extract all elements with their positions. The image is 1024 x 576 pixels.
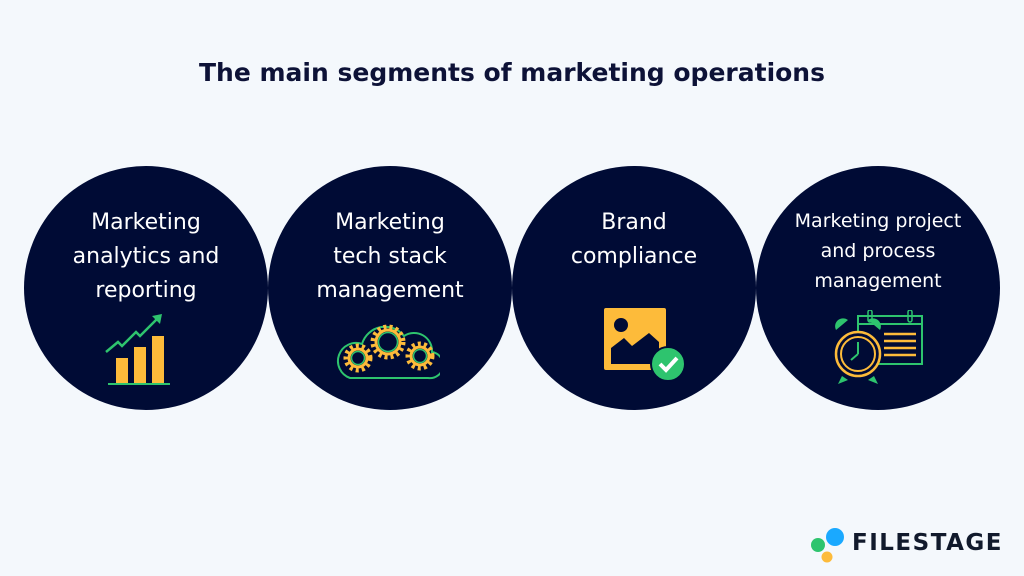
segment-label: compliance xyxy=(570,244,698,269)
segment-label: Brand xyxy=(601,210,667,235)
segment-label: Marketing xyxy=(91,210,201,235)
bar-chart-growth-icon xyxy=(105,314,170,385)
segment-brand-compliance: Brand compliance xyxy=(512,166,756,410)
segment-label: management xyxy=(316,278,464,303)
page-title: The main segments of marketing operation… xyxy=(198,58,825,87)
segment-label: Marketing project xyxy=(794,210,962,232)
segment-analytics: Marketing analytics and reporting xyxy=(24,166,268,410)
segment-tech-stack: Marketing tech stack management xyxy=(268,166,512,410)
segment-label: and process xyxy=(820,240,936,262)
segment-label: tech stack xyxy=(333,244,447,269)
cloud-gears-icon xyxy=(337,324,440,380)
clock-calendar-icon xyxy=(834,310,923,384)
logo-text: FILESTAGE xyxy=(852,530,1003,556)
filestage-logo: FILESTAGE xyxy=(808,526,1008,566)
segment-label: reporting xyxy=(95,278,197,303)
image-check-icon xyxy=(604,308,686,382)
segment-project-process: Marketing project and process management xyxy=(756,166,1000,410)
segment-label: management xyxy=(814,270,942,292)
segment-label: Marketing xyxy=(335,210,445,235)
segment-label: analytics and xyxy=(72,244,220,269)
logo-dots-icon xyxy=(811,528,844,563)
